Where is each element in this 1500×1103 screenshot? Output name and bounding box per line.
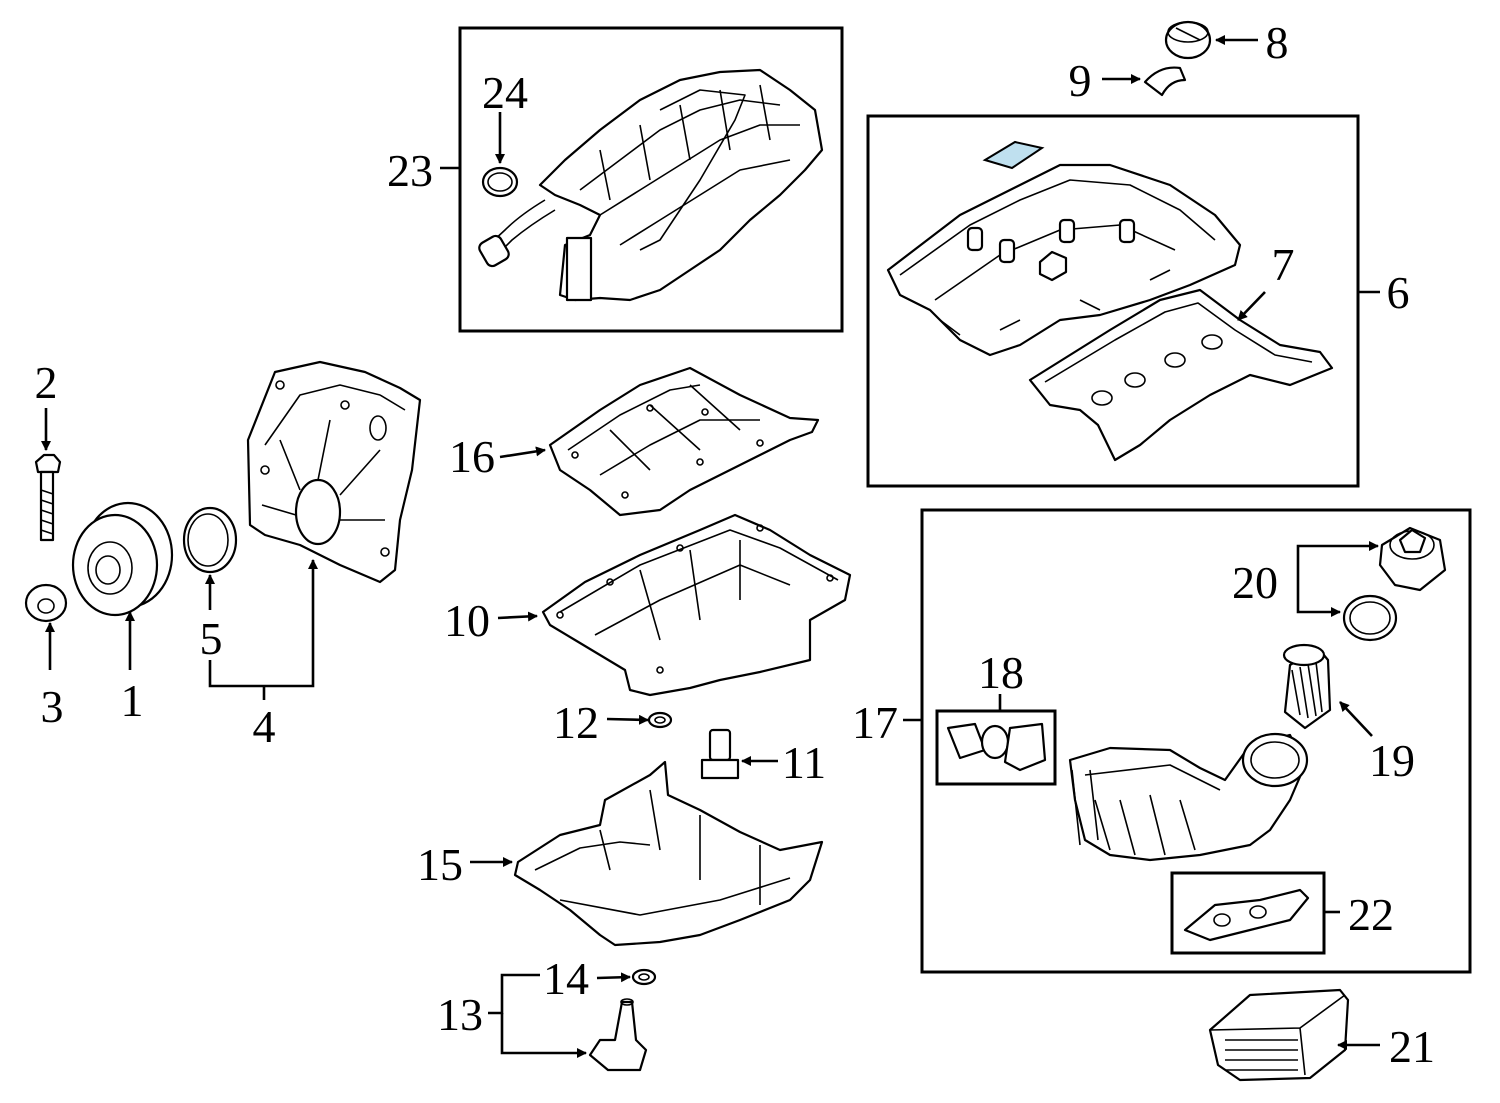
callout-20: 20 <box>1232 557 1278 608</box>
leader-lines <box>41 35 1380 1058</box>
washer-part <box>24 583 68 623</box>
crankshaft-seal-part <box>182 506 238 574</box>
callout-18: 18 <box>978 647 1024 698</box>
windage-tray-part <box>548 366 820 517</box>
callout-3: 3 <box>41 681 64 732</box>
drain-plug-part <box>700 728 740 780</box>
callout-14: 14 <box>543 953 589 1004</box>
timing-cover-part <box>246 360 422 584</box>
callout-15: 15 <box>417 839 463 890</box>
callout-21: 21 <box>1389 1021 1435 1072</box>
callout-16: 16 <box>449 431 495 482</box>
callout-19: 19 <box>1369 735 1415 786</box>
callout-4: 4 <box>253 701 276 752</box>
oil-filter-element-part <box>1282 643 1332 730</box>
intake-manifold-part <box>478 68 824 302</box>
oil-cooler-part <box>1208 988 1350 1082</box>
callout-11: 11 <box>782 737 826 788</box>
oil-pan-part <box>541 513 852 697</box>
group-box-intake-manifold <box>458 26 844 333</box>
group-box-oil-filter-housing <box>920 508 1472 974</box>
retaining-clip-part <box>1143 66 1187 97</box>
callout-5: 5 <box>200 613 223 664</box>
callout-22: 22 <box>1348 889 1394 940</box>
callout-8: 8 <box>1266 17 1289 68</box>
oil-level-sensor-part <box>588 998 648 1072</box>
callout-9: 9 <box>1069 55 1092 106</box>
oil-pan-baffle-part <box>513 760 824 947</box>
callout-10: 10 <box>444 595 490 646</box>
filter-cap-o-ring-part <box>1342 594 1398 642</box>
callout-6: 6 <box>1387 267 1410 318</box>
callout-12: 12 <box>553 697 599 748</box>
callout-17: 17 <box>852 697 898 748</box>
callout-13: 13 <box>437 989 483 1040</box>
callout-labels: 1 2 3 4 5 6 7 8 9 10 11 12 13 14 15 16 1… <box>35 17 1436 1072</box>
callout-1: 1 <box>121 675 144 726</box>
callout-23: 23 <box>387 145 433 196</box>
sensor-washer-part <box>631 968 657 986</box>
bolt-part <box>34 453 62 542</box>
drain-plug-washer-part <box>647 711 673 729</box>
oil-filter-housing-part <box>1068 732 1309 862</box>
oil-filter-cap-part <box>1378 526 1447 592</box>
cooler-gasket-part <box>1183 888 1310 942</box>
group-box-valve-cover <box>866 114 1360 488</box>
callout-24: 24 <box>482 67 528 118</box>
valve-cover-part <box>886 163 1242 357</box>
group-box-gasket-18 <box>935 709 1057 786</box>
crankshaft-pulley-part <box>71 501 174 617</box>
valve-cover-gasket-part <box>1028 288 1334 462</box>
housing-gasket-part <box>946 722 1047 772</box>
oil-filler-gasket-part <box>982 140 1045 170</box>
callout-2: 2 <box>35 357 58 408</box>
oil-filler-cap-part <box>1164 20 1212 60</box>
callout-7: 7 <box>1272 239 1295 290</box>
